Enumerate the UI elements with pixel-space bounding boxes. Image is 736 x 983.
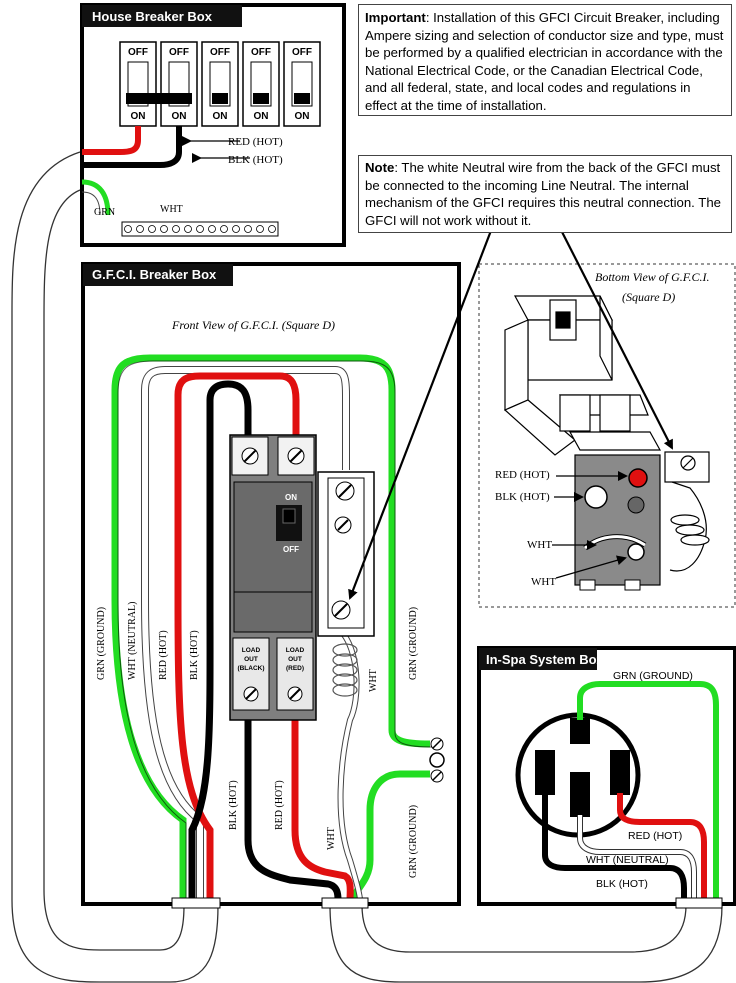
right-grn-lower-label: GRN (GROUND) xyxy=(408,805,419,878)
left-grn-label: GRN (GROUND) xyxy=(96,607,107,680)
svg-text:ON: ON xyxy=(131,111,146,122)
svg-text:OUT: OUT xyxy=(244,656,258,663)
svg-text:OUT: OUT xyxy=(288,656,302,663)
gfci-green-ground-wire xyxy=(111,354,431,900)
house-black-wire xyxy=(82,126,182,168)
svg-text:OFF: OFF xyxy=(169,47,189,58)
bottom-view-neutral-lug xyxy=(664,451,710,572)
spa-grn-label: GRN (GROUND) xyxy=(613,670,693,682)
gfci-box-title: G.F.C.I. Breaker Box xyxy=(92,267,217,282)
spa-red-label: RED (HOT) xyxy=(628,830,682,842)
left-blk-label: BLK (HOT) xyxy=(189,630,200,680)
lower-red-label: RED (HOT) xyxy=(274,780,285,830)
svg-text:(RED): (RED) xyxy=(286,665,304,672)
house-breaker-box: House Breaker Box OFF ON OFF ON OFF xyxy=(80,3,346,247)
gfci-on-label: ON xyxy=(285,493,297,502)
bottom-view-gray-block xyxy=(574,454,661,591)
lower-wht-label: WHT xyxy=(326,827,337,850)
lower-blk-label: BLK (HOT) xyxy=(228,780,239,830)
house-breaker-switches: OFF ON OFF ON OFF ON OFF xyxy=(119,41,321,127)
svg-text:ON: ON xyxy=(254,111,269,122)
neutral-note-lead: Note xyxy=(365,160,395,175)
spa-red-wire xyxy=(617,793,707,900)
svg-text:(BLACK): (BLACK) xyxy=(237,665,264,672)
neutral-bar xyxy=(121,221,279,237)
left-wht-label: WHT (NEUTRAL) xyxy=(127,602,138,680)
house-white-wire xyxy=(81,191,101,216)
spa-fitting xyxy=(675,897,723,909)
important-note-lead: Important xyxy=(365,10,426,25)
spa-blk-label: BLK (HOT) xyxy=(596,878,648,890)
house-box-title: House Breaker Box xyxy=(92,9,213,24)
conduit-left xyxy=(11,151,219,983)
breaker-2: OFF ON xyxy=(160,41,198,127)
neutral-note: Note: The white Neutral wire from the ba… xyxy=(358,155,732,233)
spa-wht-label: WHT (NEUTRAL) xyxy=(586,854,669,866)
note-arrow-right xyxy=(559,227,673,450)
blk-hot-terminal xyxy=(584,485,608,509)
spa-box-title: In-Spa System Box xyxy=(486,652,605,667)
house-red-label: RED (HOT) xyxy=(228,136,283,148)
house-blk-label: BLK (HOT) xyxy=(228,154,283,166)
svg-text:ON: ON xyxy=(295,111,310,122)
gfci-3d-body xyxy=(503,295,662,456)
gfci-breaker-box: G.F.C.I. Breaker Box Front View of G.F.C… xyxy=(81,262,461,909)
neutral-note-text: : The white Neutral wire from the back o… xyxy=(365,160,721,228)
bottom-wht2-label: WHT xyxy=(531,576,556,588)
gfci-fitting-left xyxy=(171,897,221,909)
gfci-red-hot-wire xyxy=(174,372,300,900)
breaker-tie-bar xyxy=(126,93,192,104)
ground-terminal-block xyxy=(429,737,445,783)
svg-text:ON: ON xyxy=(172,111,187,122)
breaker-4: OFF ON xyxy=(242,41,280,127)
bottom-view-title-1: Bottom View of G.F.C.I. xyxy=(595,270,710,284)
bottom-wht1-label: WHT xyxy=(527,539,552,551)
neutral-pigtail-coil xyxy=(332,643,358,697)
house-red-wire xyxy=(82,126,141,155)
right-wht-label: WHT xyxy=(368,669,379,692)
important-note: Important: Installation of this GFCI Cir… xyxy=(358,4,732,116)
house-wht-label: WHT xyxy=(160,204,183,215)
front-view-label: Front View of G.F.C.I. (Square D) xyxy=(171,318,335,332)
svg-text:LOAD: LOAD xyxy=(242,647,261,654)
bottom-view-title-2: (Square D) xyxy=(622,290,675,304)
house-green-wire xyxy=(81,179,111,216)
breaker-1: OFF ON xyxy=(119,41,157,127)
important-note-text: : Installation of this GFCI Circuit Brea… xyxy=(365,10,724,113)
right-grn-upper-label: GRN (GROUND) xyxy=(408,607,419,680)
gfci-fitting-right xyxy=(321,897,369,909)
in-spa-system-box: In-Spa System Box GRN (GROUND) RED (HOT)… xyxy=(477,646,736,909)
load-red-wire xyxy=(291,700,354,901)
svg-text:OFF: OFF xyxy=(128,47,148,58)
svg-text:LOAD: LOAD xyxy=(286,647,305,654)
conduit-right xyxy=(329,904,723,983)
left-red-label: RED (HOT) xyxy=(158,630,169,680)
red-hot-terminal xyxy=(628,468,648,488)
spa-green-wire xyxy=(577,681,719,900)
neutral-bar-screws xyxy=(124,225,276,233)
house-grn-label: GRN xyxy=(94,207,115,218)
gfci-breaker: ON OFF LOAD OUT (BLACK) LOAD OUT (RED) xyxy=(229,434,317,721)
gfci-off-label: OFF xyxy=(283,545,299,554)
load-black-wire xyxy=(244,700,342,901)
svg-text:OFF: OFF xyxy=(292,47,312,58)
bottom-blk-label: BLK (HOT) xyxy=(495,491,550,503)
svg-text:ON: ON xyxy=(213,111,228,122)
gfci-black-hot-wire xyxy=(188,380,252,900)
bottom-view-panel: Bottom View of G.F.C.I. (Square D) xyxy=(478,263,736,608)
note-arrow-left xyxy=(348,227,494,600)
breaker-5: OFF ON xyxy=(283,41,321,127)
svg-text:OFF: OFF xyxy=(251,47,271,58)
bottom-red-label: RED (HOT) xyxy=(495,469,550,481)
breaker-3: OFF ON xyxy=(201,41,239,127)
gfci-neutral-bar xyxy=(317,471,375,637)
svg-text:OFF: OFF xyxy=(210,47,230,58)
spa-black-wire xyxy=(542,793,687,900)
